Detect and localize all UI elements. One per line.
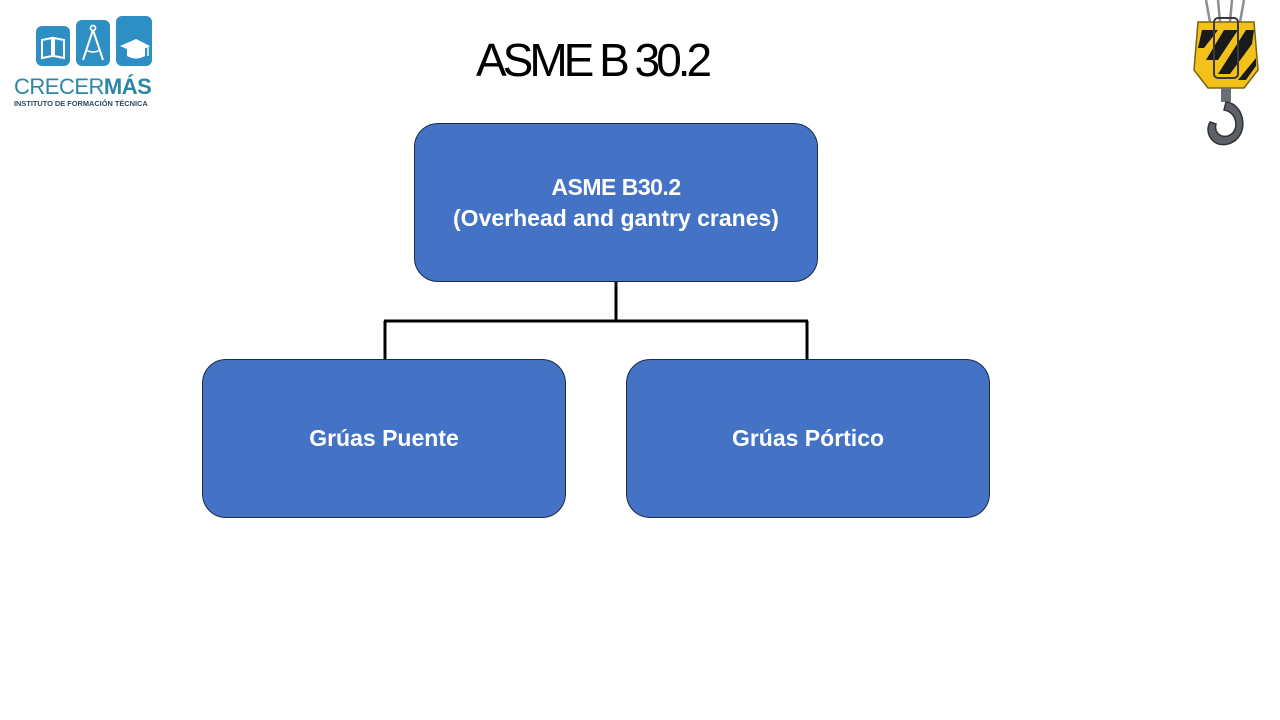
logo-brand-name: CRECERMÁS (14, 76, 174, 98)
diagram-node-root: ASME B30.2 (Overhead and gantry cranes) (414, 123, 818, 282)
diagram-node-gruas-puente: Grúas Puente (202, 359, 566, 518)
diagram-node-gruas-portico: Grúas Pórtico (626, 359, 990, 518)
logo-brand-bold: MÁS (103, 74, 152, 99)
root-node-line2: (Overhead and gantry cranes) (453, 204, 779, 231)
brand-logo: CRECERMÁS INSTITUTO DE FORMACIÓN TÉCNICA (14, 16, 174, 108)
root-node-line1: ASME B30.2 (551, 173, 681, 200)
graduation-cap-icon (116, 16, 152, 66)
node-label: Grúas Puente (309, 425, 459, 451)
logo-brand-light: CRECER (14, 74, 104, 99)
compass-icon (76, 20, 110, 66)
logo-tagline: INSTITUTO DE FORMACIÓN TÉCNICA (14, 99, 148, 108)
book-icon (36, 26, 70, 66)
node-label: Grúas Pórtico (731, 425, 885, 451)
logo-tiles (36, 16, 152, 66)
crane-hook-icon (1193, 0, 1259, 146)
slide-title: ASME B 30.2 (476, 34, 712, 86)
